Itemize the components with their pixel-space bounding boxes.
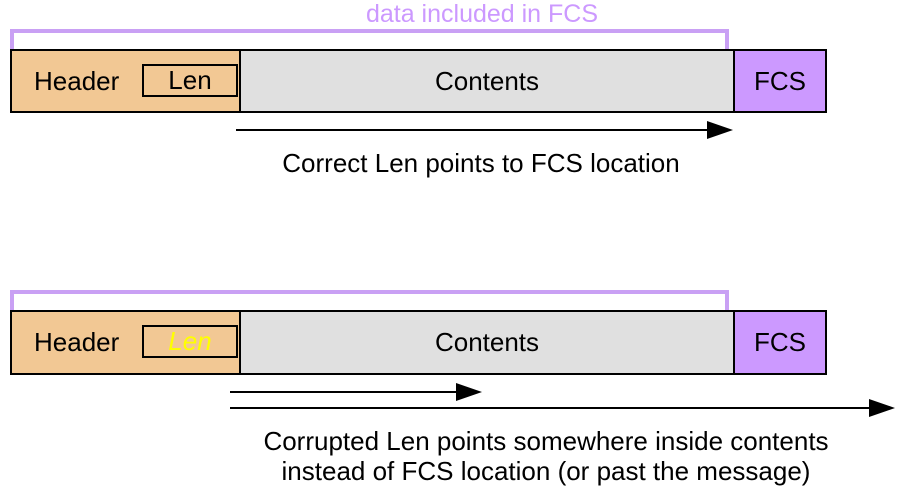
len-label-correct: Len [168,65,212,95]
contents-label: Contents [434,65,540,96]
len-pointer-arrow-past-message [230,399,895,417]
fcs-label: FCS [754,327,806,357]
header-cell-correct: Header [10,49,241,113]
caption-corrupted-line1: Corrupted Len points somewhere inside co… [263,426,829,456]
header-label: Header [34,65,120,96]
arrow-head-icon [456,383,482,401]
contents-cell-correct: Contents [239,49,735,113]
bracket-label: data included in FCS [365,0,599,28]
fcs-coverage-bracket-corrupted [10,290,729,310]
header-cell-corrupted: Header [10,310,241,375]
arrow-shaft [230,407,871,409]
caption-corrupted: Corrupted Len points somewhere inside co… [191,426,901,486]
arrow-shaft [230,391,458,393]
len-pointer-arrow-inside-contents [230,383,482,401]
caption-correct: Correct Len points to FCS location [282,148,680,178]
len-label-corrupted: Len [168,326,212,356]
fcs-coverage-bracket-correct [10,29,729,49]
arrow-head-icon [869,399,895,417]
len-pointer-arrow-correct [236,121,733,139]
arrow-shaft [236,129,709,131]
contents-cell-corrupted: Contents [239,310,735,375]
header-label: Header [34,327,120,357]
len-field-corrupted: Len [142,325,238,358]
fcs-cell-corrupted: FCS [733,310,827,375]
arrow-head-icon [707,121,733,139]
len-field-correct: Len [142,64,238,97]
fcs-cell-correct: FCS [733,49,827,113]
fcs-label: FCS [754,65,806,96]
caption-corrupted-line2: instead of FCS location (or past the mes… [281,456,811,486]
contents-label: Contents [434,327,540,357]
